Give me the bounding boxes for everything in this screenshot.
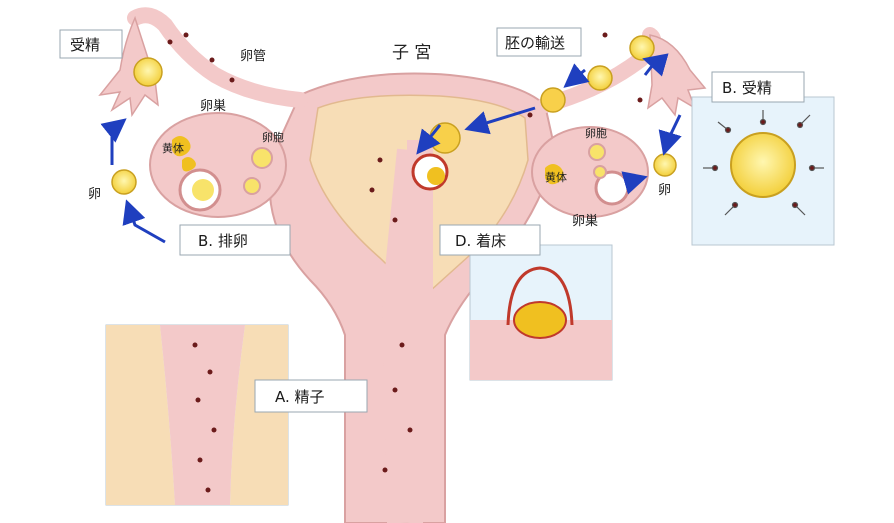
follicle-right-label: 卵胞	[585, 127, 607, 140]
box-implantation-d-text: D. 着床	[455, 232, 506, 250]
box-implantation-d: D. 着床	[439, 224, 541, 256]
ovary-right	[531, 126, 649, 218]
box-fertilization-b-text: B. 受精	[722, 79, 772, 97]
oviduct-label: 卵管	[240, 49, 266, 64]
box-sperm-a: A. 精子	[254, 379, 368, 413]
ovary-right-label: 卵巣	[572, 214, 598, 229]
corpus-luteum-left-label: 黄体	[162, 141, 184, 155]
box-ovulation-b-text: B. 排卵	[198, 232, 248, 250]
box-fertilization-top-text: 受精	[70, 36, 100, 54]
sperm-marks	[167, 32, 643, 473]
box-ovulation-b: B. 排卵	[179, 224, 291, 256]
egg-left-label: 卵	[88, 187, 101, 202]
egg-right-label: 卵	[658, 183, 671, 198]
box-fertilization-top: 受精	[59, 29, 123, 59]
inset-sperm	[105, 324, 289, 506]
inset-implantation	[469, 244, 613, 381]
follicle-left-label: 卵胞	[262, 131, 284, 144]
corpus-luteum-right-label: 黄体	[545, 170, 567, 184]
process-arrows	[100, 53, 682, 244]
box-sperm-a-text: A. 精子	[275, 388, 325, 406]
uterus-label: 子 宮	[392, 43, 431, 63]
ovary-left-label: 卵巣	[200, 99, 226, 114]
box-embryo-transport-text: 胚の輸送	[505, 34, 565, 52]
oviduct-left	[98, 7, 308, 118]
box-embryo-transport: 胚の輸送	[496, 27, 582, 57]
inset-fertilization	[691, 96, 835, 246]
box-fertilization-b: B. 受精	[711, 71, 805, 103]
ovary-left	[149, 112, 287, 218]
